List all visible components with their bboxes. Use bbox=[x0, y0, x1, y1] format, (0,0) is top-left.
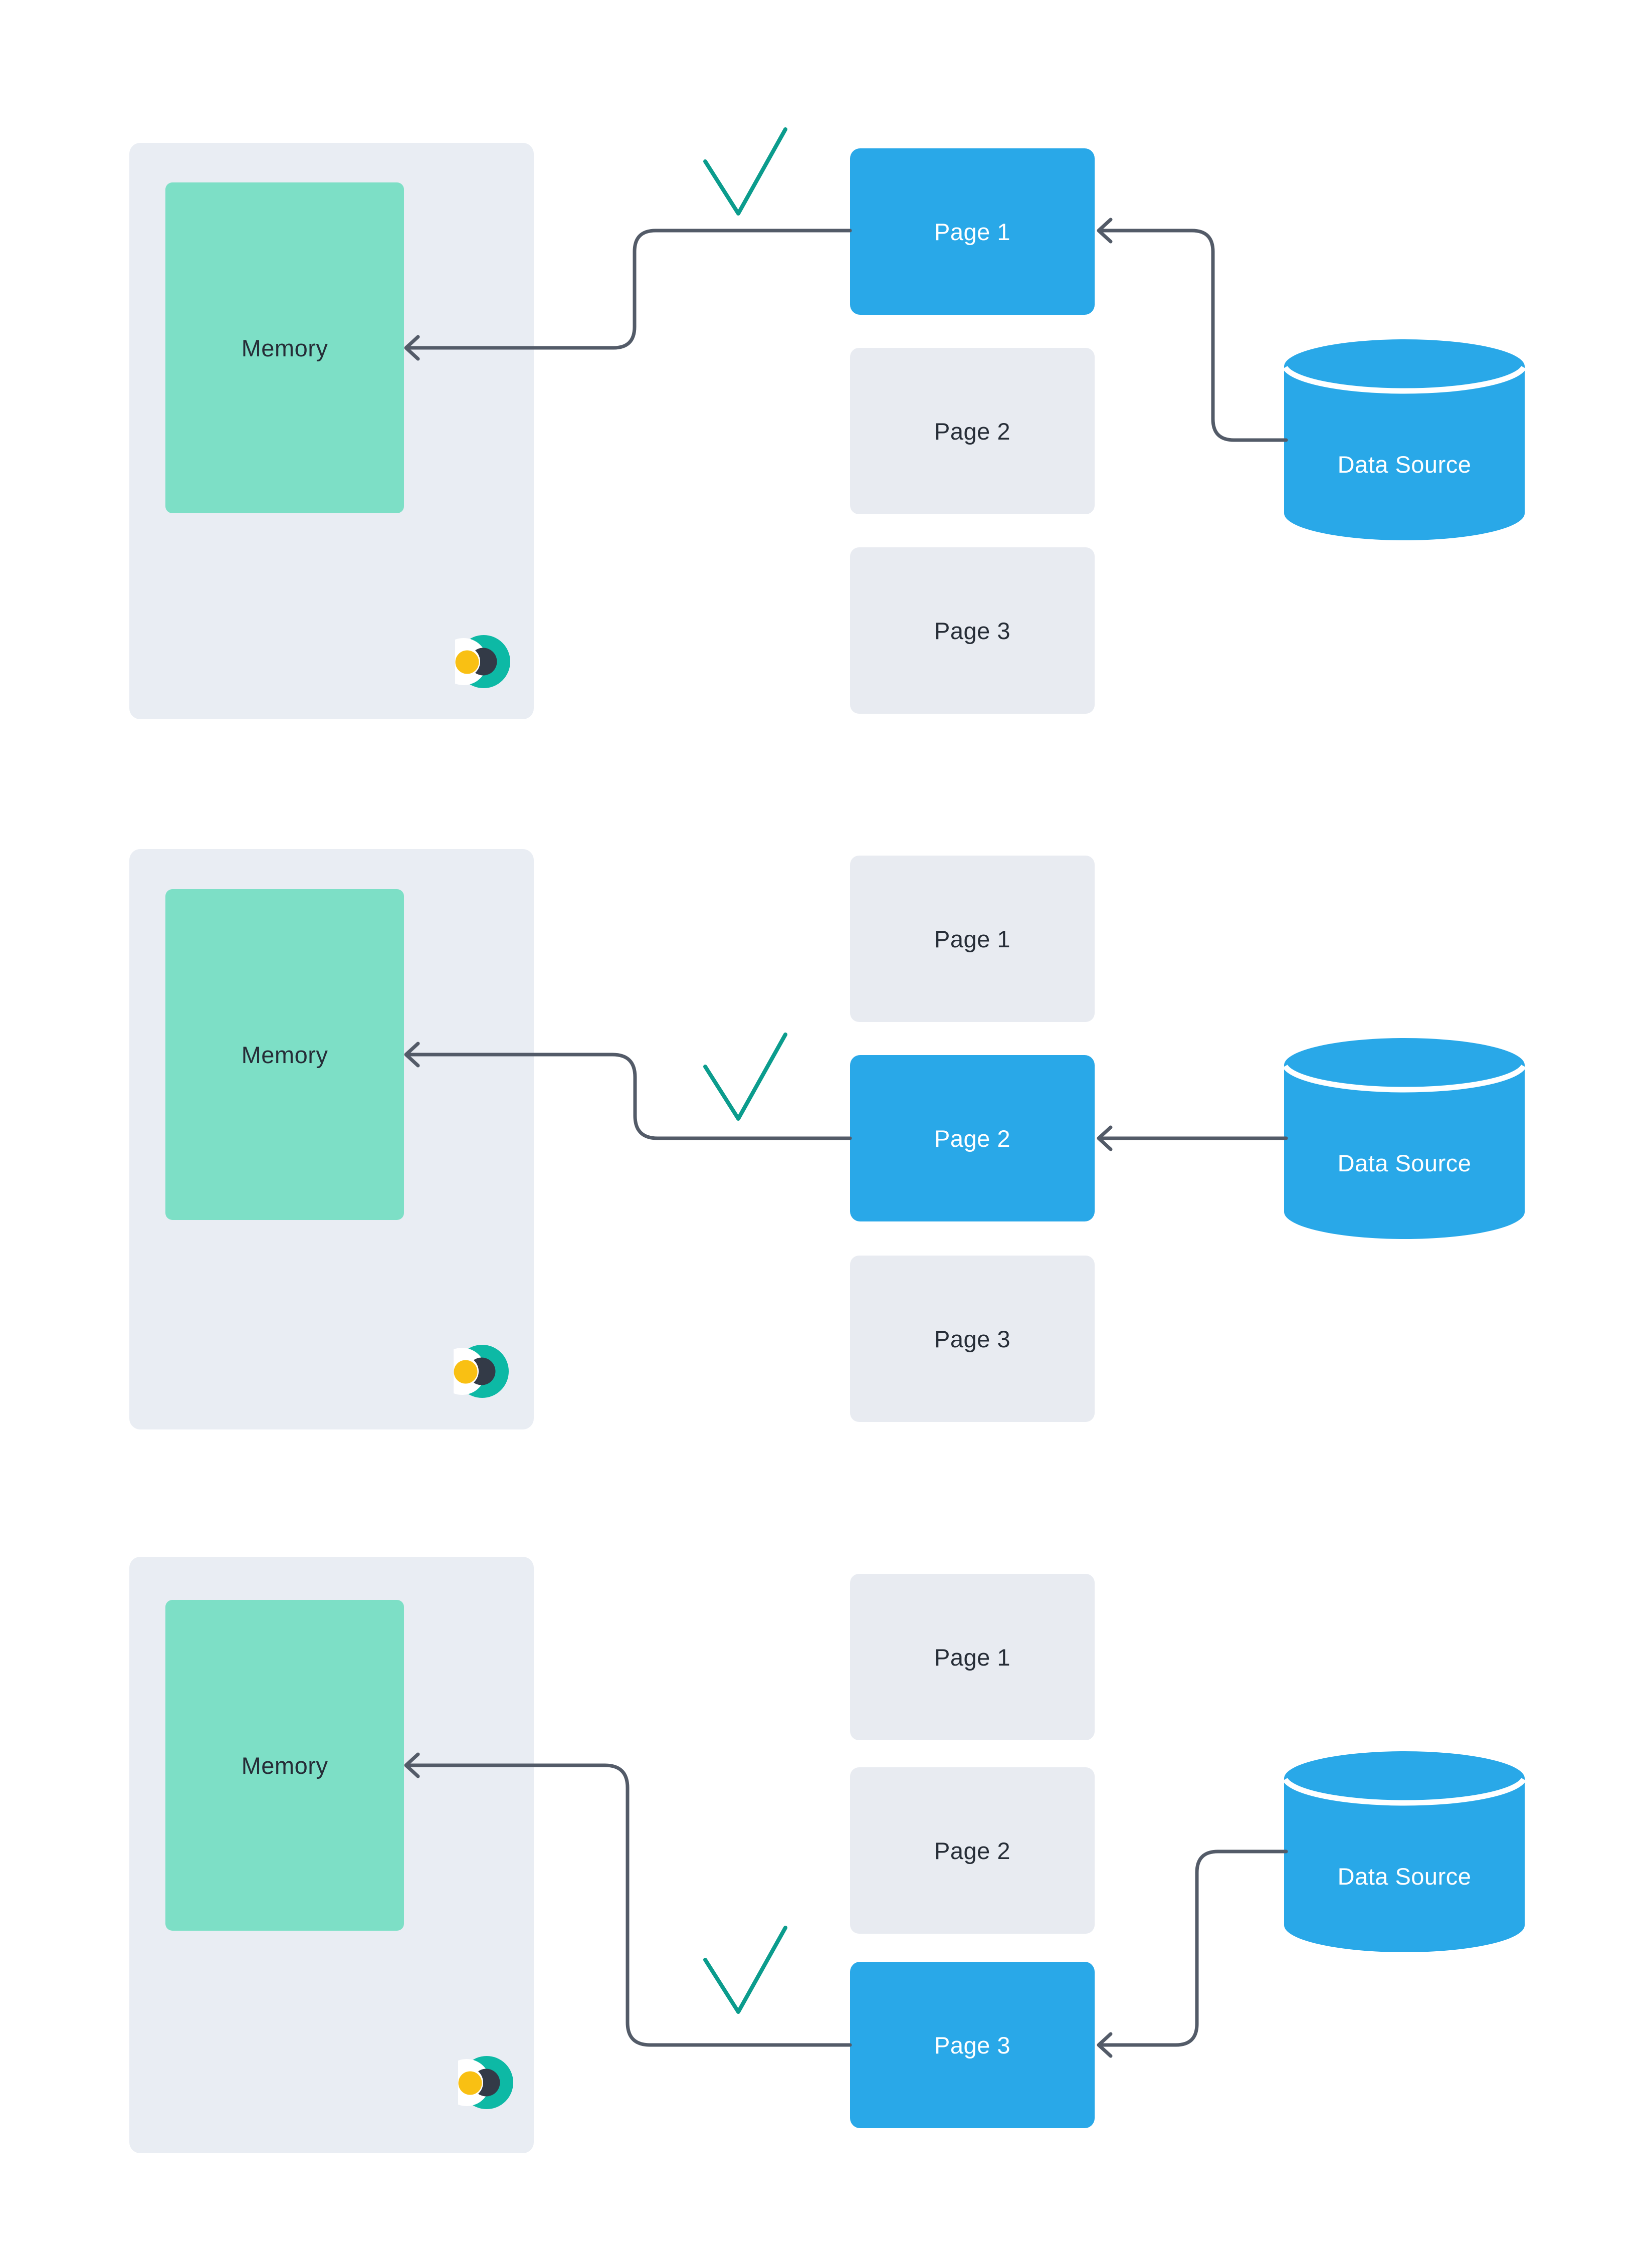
data-source-cylinder-1: Data Source bbox=[1284, 338, 1525, 541]
datasource-label: Data Source bbox=[1337, 1863, 1472, 1890]
page-box-3-active: Page 3 bbox=[850, 1962, 1095, 2128]
data-source-cylinder-2: Data Source bbox=[1284, 1037, 1525, 1240]
memory-box-1: Memory bbox=[165, 889, 404, 1220]
left-arrowhead-icon bbox=[1097, 1125, 1113, 1151]
page-label: Page 1 bbox=[934, 1643, 1010, 1671]
page-box-3: Page 3 bbox=[850, 1256, 1095, 1422]
page-label: Page 2 bbox=[934, 1837, 1010, 1864]
arrow-datasource-to-page3 bbox=[1097, 1849, 1288, 2058]
page-label: Page 2 bbox=[934, 1125, 1010, 1152]
logo-yellow-circle bbox=[455, 650, 479, 674]
memory-label: Memory bbox=[241, 1041, 328, 1068]
crescent-moon-brand-logo-icon bbox=[458, 2056, 513, 2109]
database-cylinder-icon bbox=[1284, 1038, 1525, 1239]
check-icon bbox=[703, 1926, 787, 2014]
memory-label: Memory bbox=[241, 1752, 328, 1779]
data-source-cylinder-3: Data Source bbox=[1284, 1750, 1525, 1953]
memory-box-1: Memory bbox=[165, 182, 404, 513]
database-cylinder-icon bbox=[1284, 1751, 1525, 1952]
page-box-3: Page 3 bbox=[850, 547, 1095, 714]
check-icon bbox=[703, 1033, 787, 1121]
crescent-moon-brand-logo-icon bbox=[455, 635, 510, 688]
logo-yellow-circle bbox=[458, 2071, 482, 2095]
page-label: Page 3 bbox=[934, 1325, 1010, 1352]
page-box-2: Page 2 bbox=[850, 1767, 1095, 1934]
page-box-1-active: Page 1 bbox=[850, 148, 1095, 315]
logo-yellow-circle bbox=[454, 1360, 478, 1384]
page-label: Page 3 bbox=[934, 2031, 1010, 2059]
page-label: Page 3 bbox=[934, 617, 1010, 644]
datasource-label: Data Source bbox=[1337, 1150, 1472, 1176]
memory-box-1: Memory bbox=[165, 1600, 404, 1931]
memory-label: Memory bbox=[241, 334, 328, 361]
page-box-1: Page 1 bbox=[850, 1574, 1095, 1740]
crescent-moon-brand-logo-icon bbox=[454, 1345, 509, 1398]
page-label: Page 1 bbox=[934, 925, 1010, 952]
arrow-datasource-to-page2 bbox=[1097, 1125, 1288, 1151]
page-label: Page 1 bbox=[934, 218, 1010, 245]
arrow-datasource-to-page1 bbox=[1097, 218, 1288, 442]
left-arrowhead-icon bbox=[1097, 2032, 1113, 2058]
page-box-2: Page 2 bbox=[850, 348, 1095, 514]
page-box-1: Page 1 bbox=[850, 856, 1095, 1022]
datasource-label: Data Source bbox=[1337, 451, 1472, 478]
database-cylinder-icon bbox=[1284, 339, 1525, 540]
check-icon bbox=[703, 127, 787, 216]
left-arrowhead-icon bbox=[1097, 218, 1113, 244]
page-label: Page 2 bbox=[934, 418, 1010, 445]
page-box-2-active: Page 2 bbox=[850, 1055, 1095, 1221]
